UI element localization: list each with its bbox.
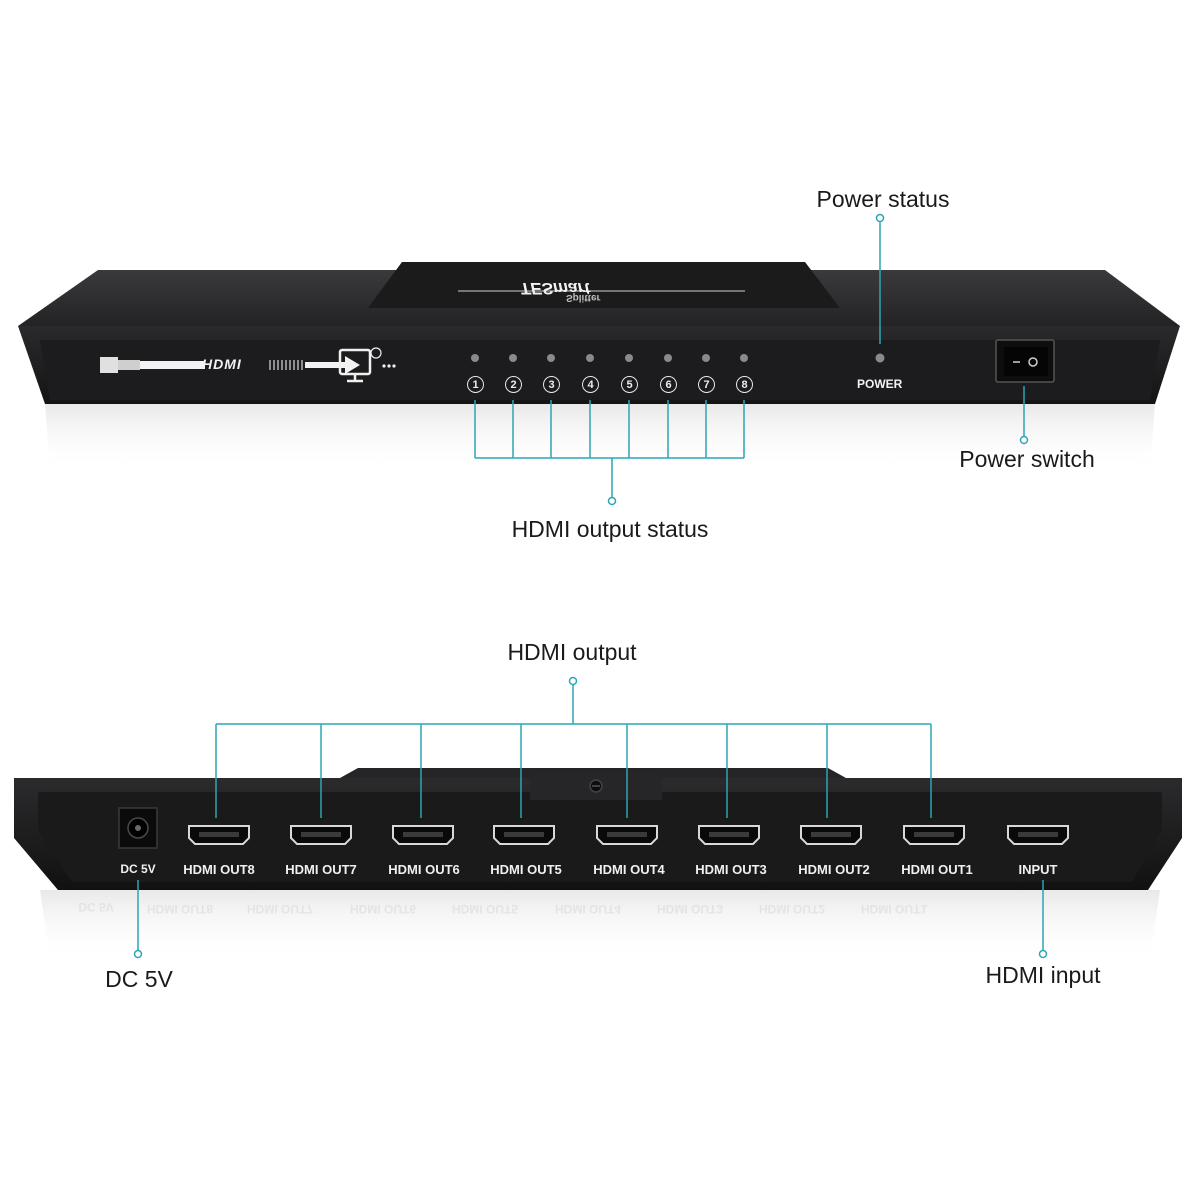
callout-hdmi-output-status: HDMI output status — [511, 516, 709, 542]
port-label-input: INPUT — [1018, 862, 1058, 877]
output-status-leds — [471, 354, 748, 362]
callout-dc-5v: DC 5V — [105, 966, 173, 992]
reflection-out8: HDMI OUT8 — [147, 902, 213, 916]
port-label-out3: HDMI OUT3 — [695, 862, 767, 877]
hdmi-logo: HDMI — [202, 356, 242, 372]
power-led — [875, 353, 885, 363]
callout-hdmi-input: HDMI input — [985, 962, 1101, 988]
reflection-out4: HDMI OUT4 — [555, 902, 621, 916]
reflection-out1: HDMI OUT1 — [861, 902, 927, 916]
reflection-dc: DC 5V — [78, 900, 114, 914]
hdmi-cable-graphic — [100, 347, 396, 383]
reflection-out5: HDMI OUT5 — [452, 902, 518, 916]
led-number-1: 1 — [467, 376, 484, 393]
reflection-out2: HDMI OUT2 — [759, 902, 825, 916]
led-number-2: 2 — [505, 376, 522, 393]
brand-sub: Splitter — [566, 292, 601, 303]
port-label-out1: HDMI OUT1 — [901, 862, 973, 877]
led-number-8: 8 — [736, 376, 753, 393]
port-label-out2: HDMI OUT2 — [798, 862, 870, 877]
callout-power-switch: Power switch — [959, 446, 1095, 472]
brand-plate — [368, 262, 840, 308]
reflection-out6: HDMI OUT6 — [350, 902, 416, 916]
reflection-out7: HDMI OUT7 — [247, 902, 313, 916]
dc-jack — [118, 807, 158, 849]
reflection-out3: HDMI OUT3 — [657, 902, 723, 916]
port-label-out5: HDMI OUT5 — [490, 862, 562, 877]
port-label-out4: HDMI OUT4 — [593, 862, 665, 877]
power-label: POWER — [857, 377, 903, 391]
port-label-out7: HDMI OUT7 — [285, 862, 357, 877]
port-label-out8: HDMI OUT8 — [183, 862, 255, 877]
dc-label: DC 5V — [120, 862, 156, 876]
led-number-6: 6 — [660, 376, 677, 393]
callout-hdmi-output: HDMI output — [507, 639, 637, 665]
led-number-7: 7 — [698, 376, 715, 393]
callout-power-status: Power status — [816, 186, 950, 212]
power-switch — [995, 339, 1055, 383]
led-number-3: 3 — [543, 376, 560, 393]
port-label-out6: HDMI OUT6 — [388, 862, 460, 877]
led-number-4: 4 — [582, 376, 599, 393]
led-number-5: 5 — [621, 376, 638, 393]
